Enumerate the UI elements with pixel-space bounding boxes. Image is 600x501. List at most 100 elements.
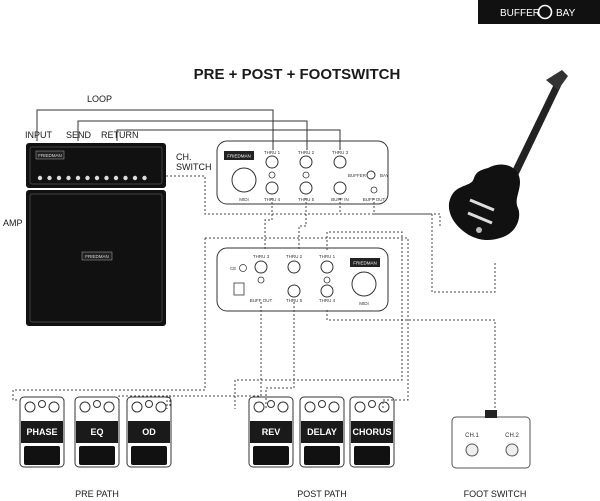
- pre-path-label: PRE PATH: [75, 489, 119, 499]
- loop-label: LOOP: [87, 94, 112, 104]
- pedal-delay: DELAY: [299, 396, 345, 468]
- amp-cabinet: FRIEDMAN: [26, 190, 166, 326]
- amp-label: AMP: [3, 218, 23, 228]
- ce-mark-icon: CE: [230, 266, 236, 271]
- pedal-phase: PHASE: [19, 396, 65, 468]
- footswitch-ch1-label: CH.1: [465, 433, 479, 439]
- buffer-bay-top: FRIEDMAN MIDI THRU 1 THRU 2 THRU 3 THRU …: [216, 140, 389, 205]
- amp-knob: [47, 175, 52, 181]
- pedal-footswitch[interactable]: [253, 446, 289, 465]
- pedal-footswitch[interactable]: [79, 446, 115, 465]
- footswitch: CH.1 CH.2: [451, 410, 531, 469]
- pedal-knob-icon[interactable]: [38, 400, 46, 408]
- buffer-top-thru1: THRU 1: [264, 150, 281, 155]
- signal-cables: [12, 175, 496, 409]
- no-symbol-icon: [239, 264, 247, 272]
- buffer-bottom-thru2: THRU 2: [286, 254, 303, 259]
- buffer-bottom-thru3: THRU 3: [253, 254, 270, 259]
- amp-knob: [66, 175, 71, 181]
- pedal-label: EQ: [90, 427, 103, 437]
- buffer-bottom-thru4: THRU 4: [319, 298, 336, 303]
- pedal-knob-icon[interactable]: [48, 401, 60, 413]
- buffer-top-midi: MIDI: [239, 197, 249, 202]
- amp-head: FRIEDMAN: [26, 143, 166, 188]
- post-path-label: POST PATH: [297, 489, 347, 499]
- amp-knob: [85, 175, 90, 181]
- buffer-bottom-brand: FRIEDMAN: [353, 261, 377, 266]
- input-label: INPUT: [25, 130, 53, 140]
- pedal-rev: REV: [248, 396, 294, 468]
- buffer-bottom-buff-out: BUFF OUT: [250, 298, 273, 303]
- pedal-label: REV: [262, 427, 281, 437]
- pedal-label: CHORUS: [352, 427, 391, 437]
- pedal-knob-icon[interactable]: [131, 401, 143, 413]
- pedal-label: DELAY: [307, 427, 337, 437]
- pedal-knob-icon[interactable]: [103, 401, 115, 413]
- buffer-top-midi-jack: [231, 167, 257, 193]
- pre-path-pedals: PHASE EQ OD: [19, 396, 172, 468]
- ch-label: CH.: [176, 152, 192, 162]
- amp-knob: [37, 175, 43, 181]
- pedal-knob-icon[interactable]: [79, 401, 91, 413]
- amp-knob: [132, 175, 138, 181]
- amp-knob: [123, 175, 128, 181]
- pedal-knob-icon[interactable]: [304, 401, 316, 413]
- buffer-top-thru2: THRU 2: [298, 150, 315, 155]
- buffer-top-thru3: THRU 3: [332, 150, 349, 155]
- amp-knob: [104, 175, 109, 181]
- pedal-knob-icon[interactable]: [277, 401, 289, 413]
- pedal-label: OD: [142, 427, 156, 437]
- logo-six-icon: [537, 4, 553, 20]
- amp-knob: [75, 175, 81, 181]
- buffer-bottom-midi: MIDI: [359, 301, 369, 306]
- logo-suffix: BAY: [556, 8, 576, 19]
- switch-label: SWITCH: [176, 162, 212, 172]
- pedal-footswitch[interactable]: [354, 446, 390, 465]
- pedal-footswitch[interactable]: [131, 446, 167, 465]
- buffer-bottom-thru1: THRU 1: [319, 254, 336, 259]
- buffer-bottom-midi-jack: [351, 271, 377, 297]
- amp-knob: [142, 175, 147, 181]
- pedal-eq: EQ: [74, 396, 120, 468]
- guitar-icon: [448, 70, 568, 241]
- pedal-knob-icon[interactable]: [328, 401, 340, 413]
- loop-cables: [36, 109, 341, 150]
- send-label: SEND: [66, 130, 92, 140]
- pedal-knob-icon[interactable]: [354, 401, 366, 413]
- amp-knob: [94, 175, 100, 181]
- pedal-knob-icon[interactable]: [318, 400, 326, 408]
- buffer-bottom-thru5: THRU 5: [286, 298, 303, 303]
- footswitch-ch1-button[interactable]: [465, 443, 479, 457]
- buffer-top-product-suffix: BAY: [380, 173, 389, 178]
- pedal-knob-icon[interactable]: [368, 400, 376, 408]
- return-label: RETURN: [101, 130, 139, 140]
- pedal-footswitch[interactable]: [304, 446, 340, 465]
- buffer-bay-logo: BUFFER BAY: [478, 0, 600, 24]
- pedal-chorus: CHORUS: [349, 396, 395, 468]
- pedal-knob-icon[interactable]: [145, 400, 153, 408]
- pedal-knob-icon[interactable]: [253, 401, 265, 413]
- buffer-bay-bottom: FRIEDMAN MIDI THRU 3 THRU 2 THRU 1 CE BU…: [216, 247, 389, 312]
- buffer-top-brand: FRIEDMAN: [227, 154, 251, 159]
- buffer-top-product: BUFFER: [348, 173, 367, 178]
- amp-knob: [113, 175, 119, 181]
- pedal-knob-icon[interactable]: [267, 400, 275, 408]
- foot-switch-label: FOOT SWITCH: [464, 489, 527, 499]
- pedal-knob-icon[interactable]: [378, 401, 390, 413]
- footswitch-ch2-label: CH.2: [505, 433, 519, 439]
- pedal-od: OD: [126, 396, 172, 468]
- pedal-footswitch[interactable]: [24, 446, 60, 465]
- logo-text: BUFFER: [500, 8, 540, 19]
- amp-knobs: [37, 175, 147, 181]
- pedal-knob-icon[interactable]: [155, 401, 167, 413]
- diagram-title: PRE + POST + FOOTSWITCH: [194, 66, 401, 83]
- footswitch-ch2-button[interactable]: [505, 443, 519, 457]
- amp-knob: [56, 175, 62, 181]
- pedal-label: PHASE: [26, 427, 57, 437]
- amp-head-brand: FRIEDMAN: [38, 153, 62, 158]
- pedal-knob-icon[interactable]: [93, 400, 101, 408]
- cab-brand: FRIEDMAN: [85, 254, 109, 259]
- post-path-pedals: REV DELAY CHORUS: [248, 396, 395, 468]
- pedal-knob-icon[interactable]: [24, 401, 36, 413]
